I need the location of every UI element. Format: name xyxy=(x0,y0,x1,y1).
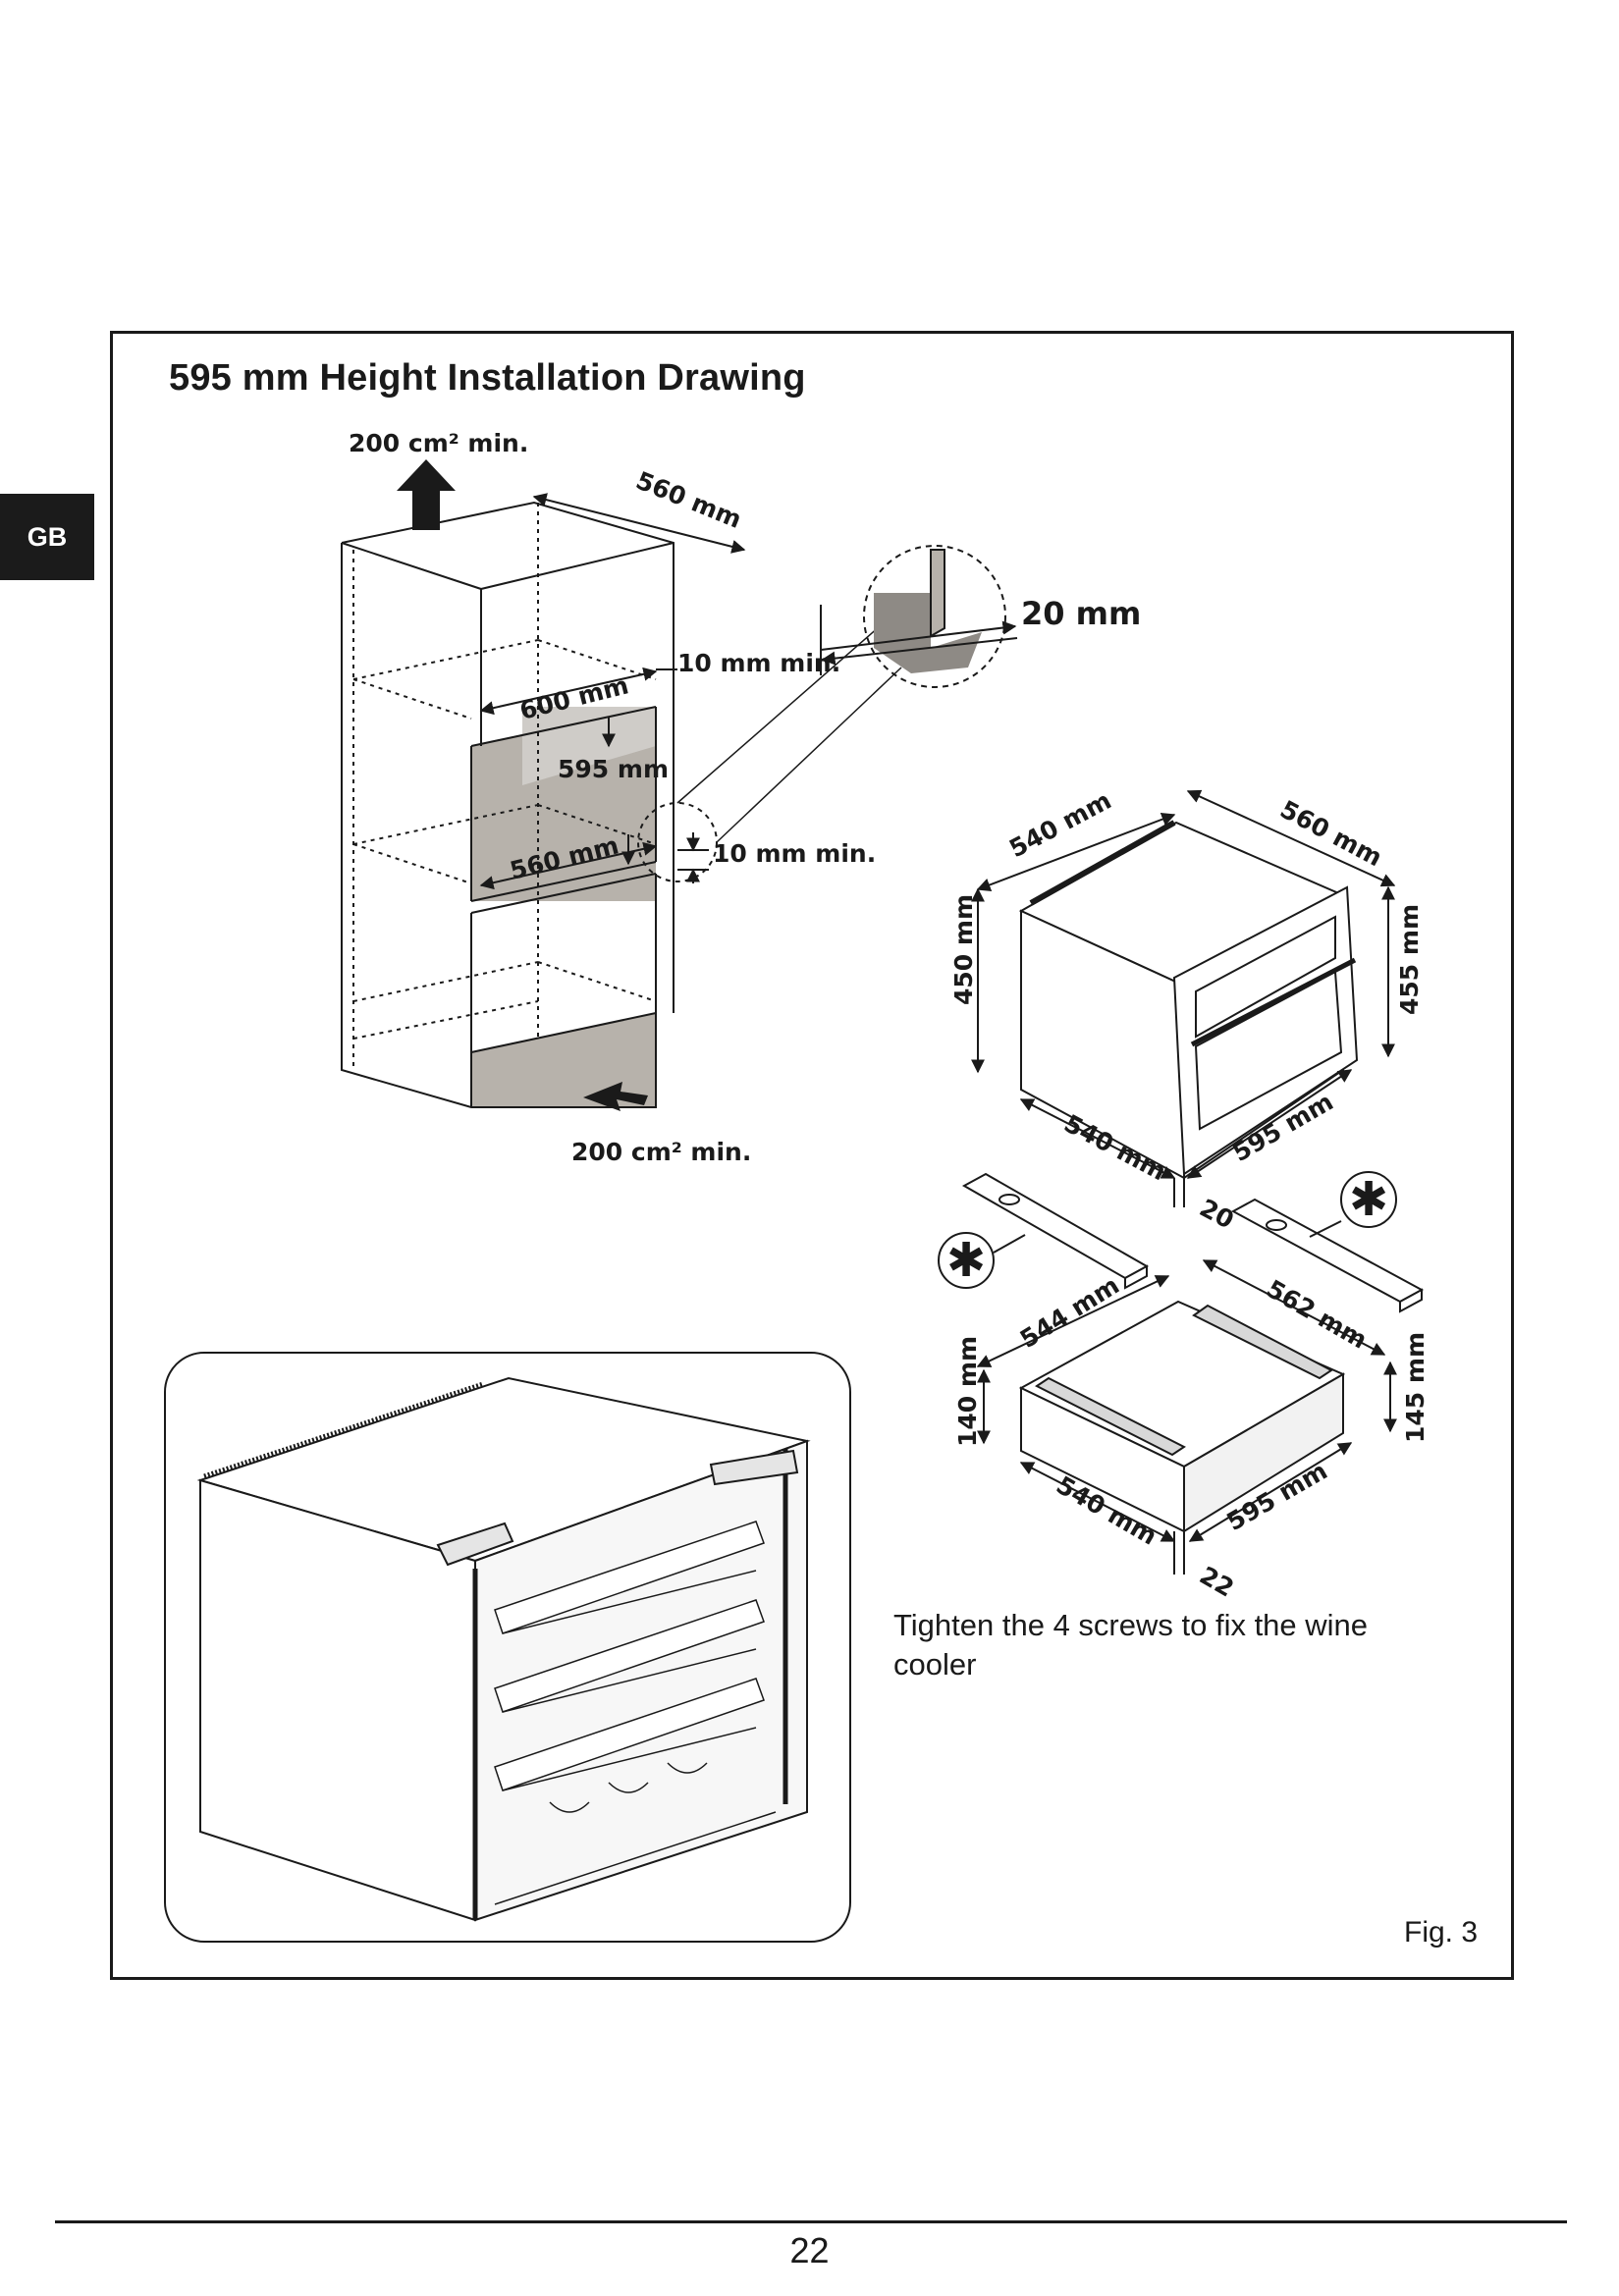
page-number: 22 xyxy=(789,2230,830,2270)
drawer-diagram xyxy=(976,1259,1397,1575)
gap-bottom-label: 10 mm min. xyxy=(713,839,876,868)
cabinet-depth-label: 560 mm xyxy=(632,466,746,534)
drawer-height-right-label: 145 mm xyxy=(1401,1332,1430,1443)
vent-arrow-up xyxy=(397,459,456,530)
niche-upper-back xyxy=(522,707,656,785)
drawer-offset-label: 22 xyxy=(1195,1561,1239,1603)
niche-lower xyxy=(471,1013,656,1107)
drawer-height-left-label: 140 mm xyxy=(953,1336,982,1447)
vent-arrow-in xyxy=(583,1082,648,1111)
figure-label: Fig. 3 xyxy=(1404,1916,1479,1949)
caption-text: Tighten the 4 screws to fix the wine coo… xyxy=(893,1608,1369,1682)
vent-bottom-label: 200 cm² min. xyxy=(571,1138,751,1166)
figure-title: 595 mm Height Installation Drawing xyxy=(169,357,806,399)
appliance-diagram xyxy=(971,789,1396,1207)
gap-top-label: 10 mm min. xyxy=(677,649,840,677)
vent-top-label: 200 cm² min. xyxy=(349,429,528,457)
detail-gap-label: 20 mm xyxy=(1021,595,1141,632)
screw-icon: ✱ xyxy=(946,1233,986,1288)
language-tab: GB xyxy=(0,494,94,580)
appliance-top-depth-label: 540 mm xyxy=(1004,786,1115,864)
appliance-height-right-label: 455 mm xyxy=(1395,904,1424,1015)
detail-magnifier xyxy=(637,545,1018,882)
footer-divider xyxy=(55,2220,1567,2223)
appliance-height-left-label: 450 mm xyxy=(949,894,978,1005)
niche-height-label: 595 mm xyxy=(558,755,669,783)
figure-frame xyxy=(110,331,1514,1980)
appliance-side-label: 560 mm xyxy=(1275,795,1386,873)
cabinet-diagram xyxy=(341,493,746,1108)
wine-cooler-illustration xyxy=(164,1352,851,1943)
screw-icon: ✱ xyxy=(1349,1172,1388,1227)
appliance-offset-label: 20 xyxy=(1195,1194,1238,1235)
